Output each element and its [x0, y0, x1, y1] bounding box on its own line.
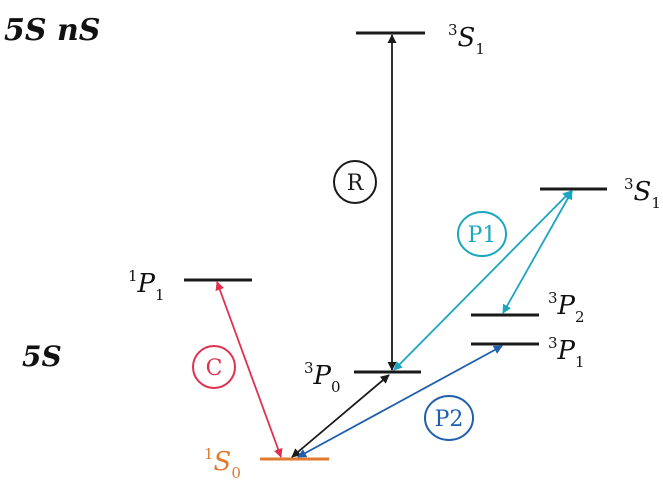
svg-text:P2: P2: [435, 407, 464, 432]
svg-text:C: C: [206, 356, 223, 381]
row-label-lower: 5S: [22, 340, 62, 373]
arrow-c-red: [215, 281, 283, 458]
label-3p2: 3P2: [548, 289, 585, 326]
row-label-upper: 5S nS: [4, 13, 100, 48]
arrow-p1-cyan-to-p2: [502, 190, 573, 314]
arrow-p2-blue: [297, 345, 503, 458]
label-3s1-top: 3S1: [448, 21, 485, 58]
transition-label-p1: P1: [457, 211, 507, 257]
transition-label-c: C: [192, 345, 236, 389]
label-3s1-right: 3S1: [624, 175, 661, 212]
transition-label-r: R: [333, 160, 377, 204]
label-3p0: 3P0: [304, 359, 341, 396]
svg-text:R: R: [347, 171, 365, 196]
transition-label-p2: P2: [424, 395, 474, 441]
label-1p1: 1P1: [128, 267, 165, 304]
label-3p1: 3P1: [548, 334, 585, 371]
svg-text:P1: P1: [468, 223, 497, 248]
label-1s0: 1S0: [204, 445, 241, 482]
